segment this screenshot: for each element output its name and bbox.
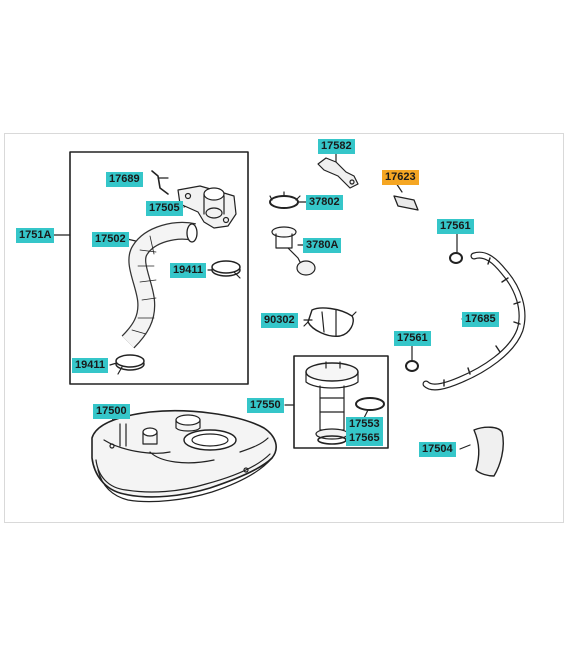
part-label-17561-lower[interactable]: 17561 bbox=[394, 331, 431, 346]
part-label-17553[interactable]: 17553 bbox=[346, 417, 383, 432]
part-label-90302[interactable]: 90302 bbox=[261, 313, 298, 328]
part-label-17565[interactable]: 17565 bbox=[346, 431, 383, 446]
diagram-frame bbox=[4, 133, 564, 523]
filler-group-box bbox=[69, 151, 249, 385]
part-label-17550[interactable]: 17550 bbox=[247, 398, 284, 413]
part-label-17582[interactable]: 17582 bbox=[318, 139, 355, 154]
part-label-17561-upper[interactable]: 17561 bbox=[437, 219, 474, 234]
part-label-17502[interactable]: 17502 bbox=[92, 232, 129, 247]
part-label-1751A[interactable]: 1751A bbox=[16, 228, 55, 243]
part-label-17685[interactable]: 17685 bbox=[462, 312, 499, 327]
part-label-19411-lower[interactable]: 19411 bbox=[72, 358, 108, 373]
part-label-17505[interactable]: 17505 bbox=[146, 201, 183, 216]
pump-group-box bbox=[293, 355, 389, 449]
part-label-17689[interactable]: 17689 bbox=[106, 172, 143, 187]
part-label-17500[interactable]: 17500 bbox=[93, 404, 130, 419]
part-label-19411-upper[interactable]: 19411 bbox=[170, 263, 206, 278]
part-label-17623[interactable]: 17623 bbox=[382, 170, 419, 185]
part-label-3780A[interactable]: 3780A bbox=[303, 238, 342, 253]
part-label-37802[interactable]: 37802 bbox=[306, 195, 343, 210]
part-label-17504[interactable]: 17504 bbox=[419, 442, 456, 457]
